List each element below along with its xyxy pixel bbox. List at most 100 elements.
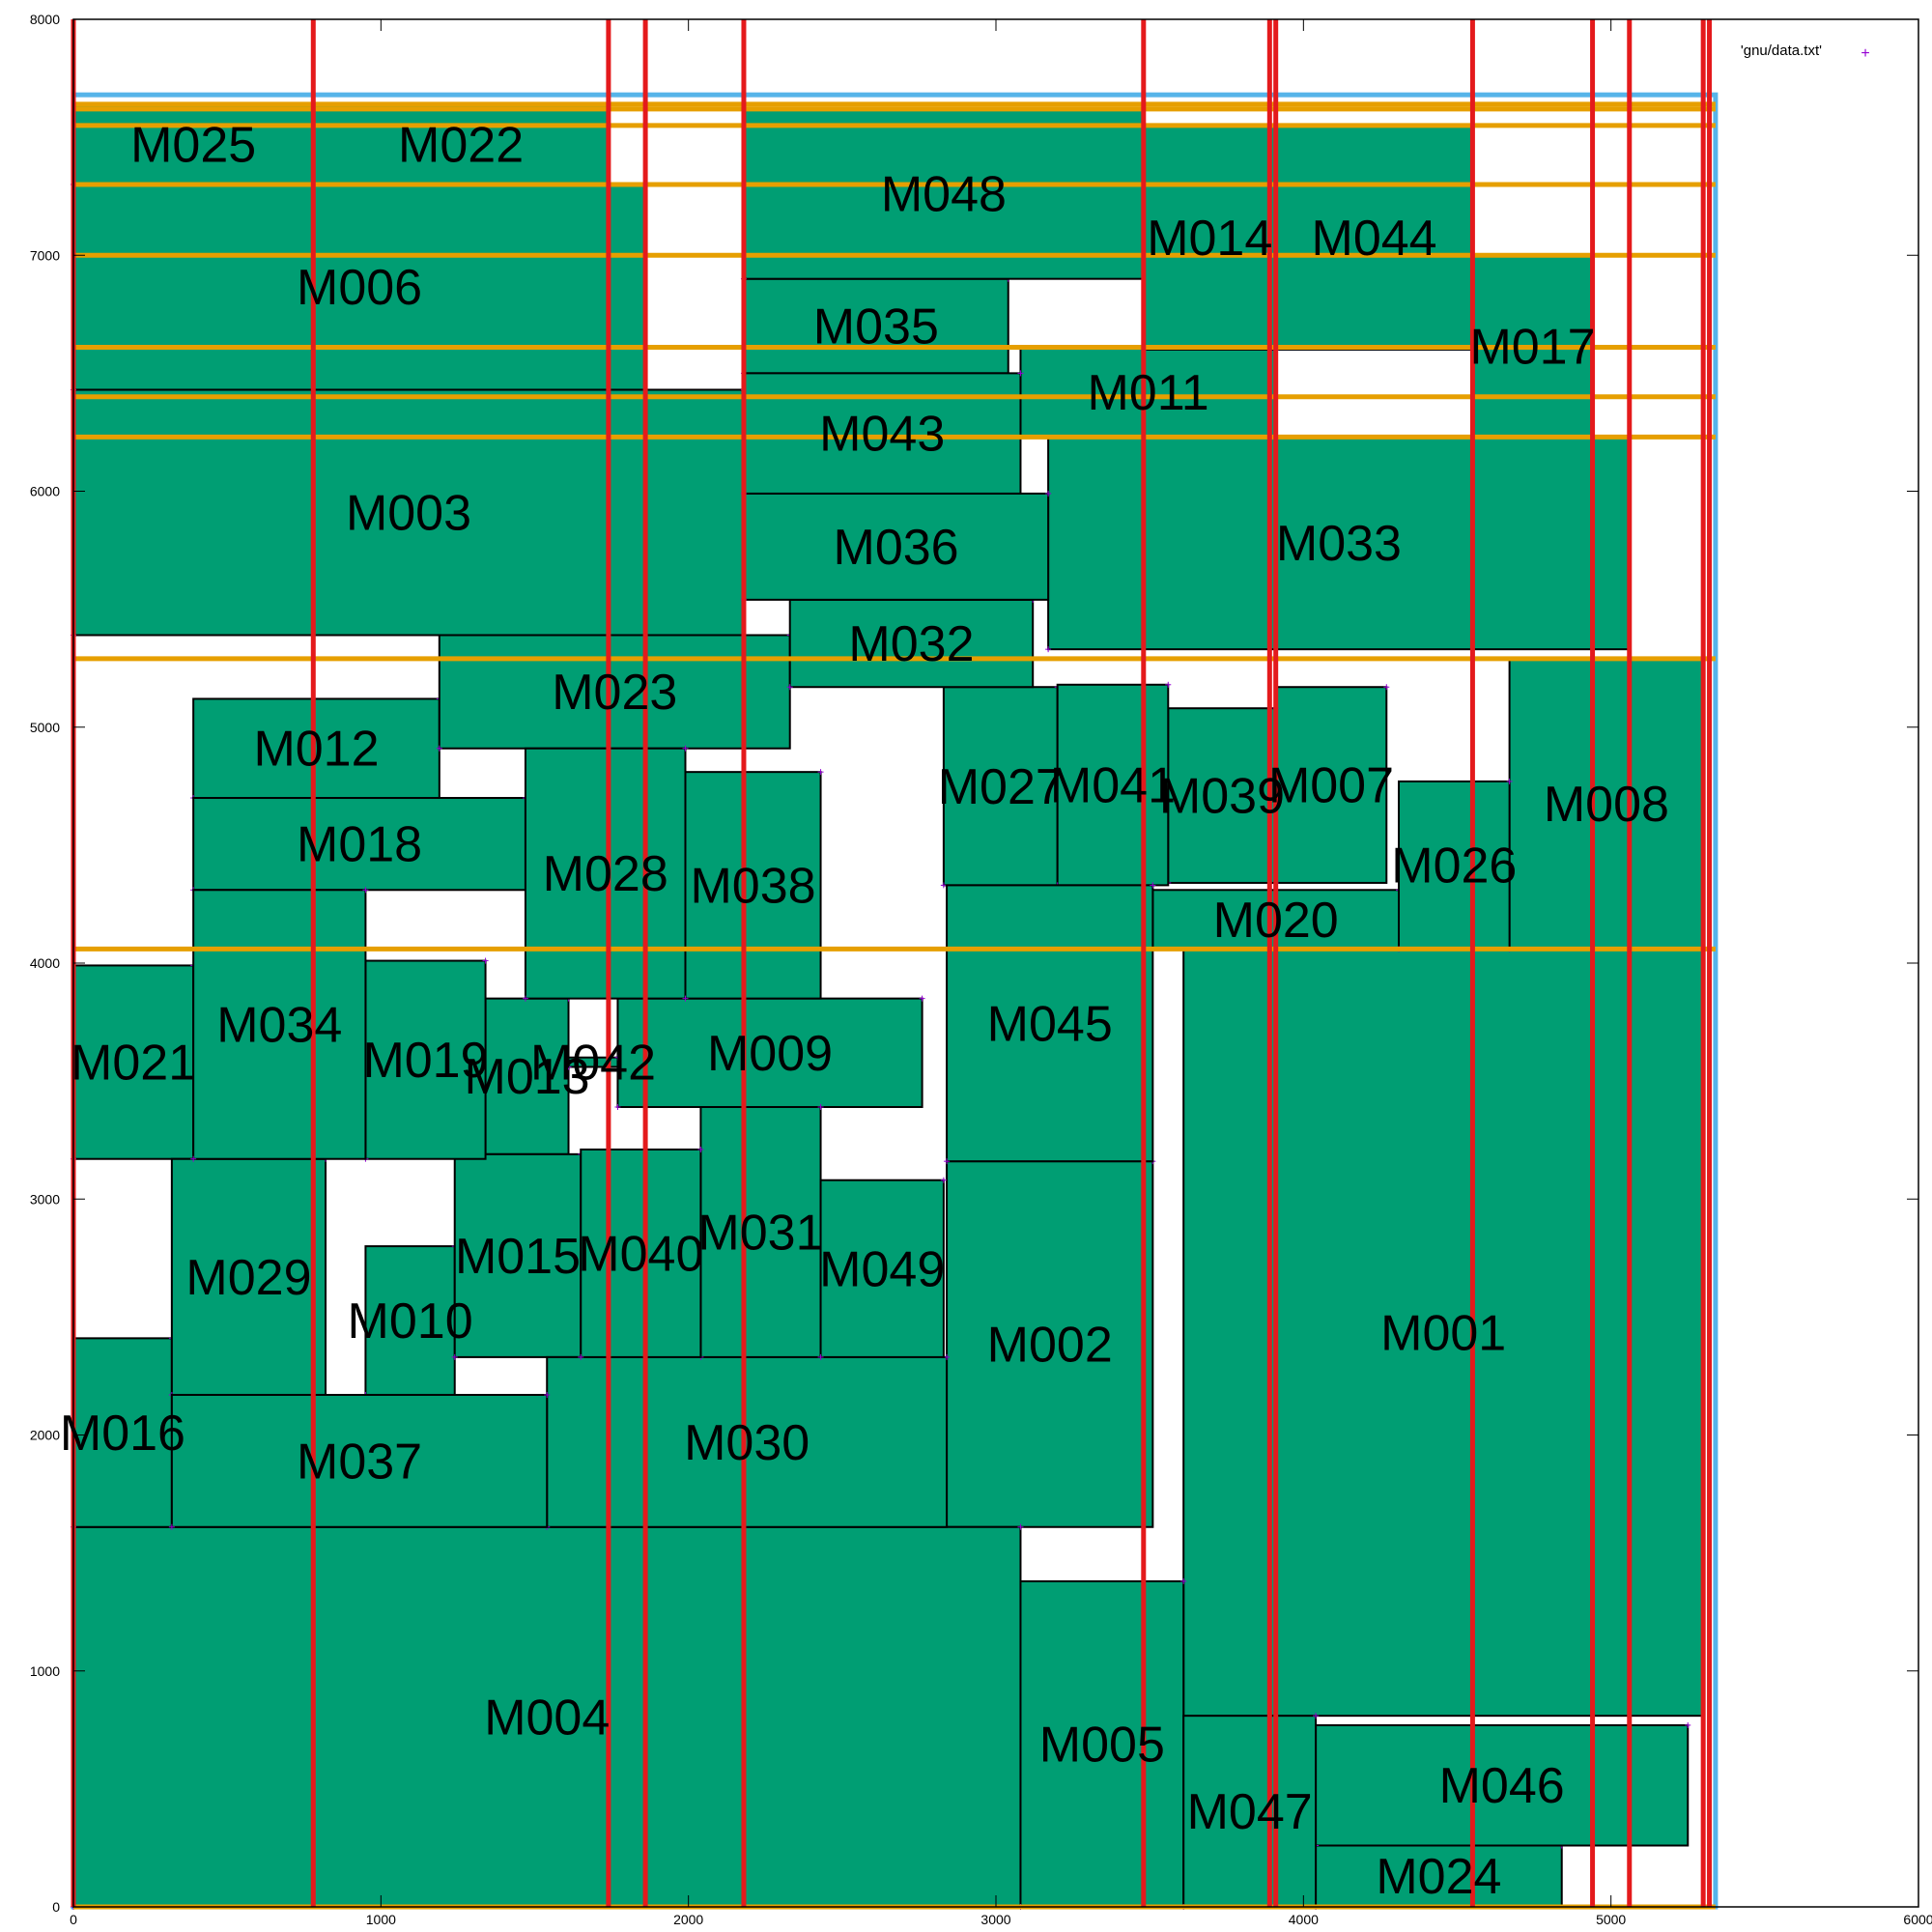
block-m037: [170, 1393, 549, 1528]
block-label-m004: M004: [484, 1690, 610, 1746]
data-point: [436, 745, 442, 752]
legend-marker-icon: +: [1861, 45, 1869, 62]
y-tick-label: 6000: [30, 484, 60, 499]
block-m042: [567, 1056, 619, 1068]
block-label-m045: M045: [987, 996, 1113, 1052]
x-tick-label: 3000: [980, 1912, 1010, 1927]
block-m021: [72, 964, 195, 1160]
data-point: [817, 769, 824, 776]
block-label-m037: M037: [297, 1434, 422, 1490]
y-tick-label: 4000: [30, 955, 60, 971]
block-m011: [1019, 346, 1277, 439]
block-m026: [1398, 780, 1511, 951]
block-label-m046: M046: [1439, 1758, 1565, 1814]
data-point: [362, 887, 369, 894]
block-label-m003: M003: [346, 485, 471, 541]
x-tick-label: 2000: [673, 1912, 703, 1927]
block-label-m002: M002: [987, 1317, 1113, 1373]
y-tick-label: 1000: [30, 1663, 60, 1679]
block-label-m042: M042: [530, 1036, 656, 1092]
block-label-m043: M043: [819, 407, 945, 463]
block-label-m036: M036: [834, 520, 959, 576]
block-label-m044: M044: [1312, 211, 1437, 267]
block-label-m041: M041: [1050, 758, 1176, 814]
block-label-m040: M040: [578, 1226, 703, 1282]
block-m028: [524, 747, 687, 1000]
block-label-m019: M019: [362, 1033, 488, 1089]
data-point: [1017, 1523, 1024, 1530]
data-point: [614, 1103, 621, 1110]
data-point: [190, 1155, 197, 1162]
data-point: [682, 995, 689, 1002]
x-tick-label: 6000: [1903, 1912, 1932, 1927]
data-point: [940, 1177, 947, 1183]
block-label-m022: M022: [398, 117, 524, 173]
block-label-m001: M001: [1380, 1305, 1506, 1361]
data-point: [565, 1064, 572, 1070]
block-label-m013: M013: [465, 1049, 590, 1105]
data-point: [944, 1158, 951, 1165]
block-label-m034: M034: [216, 998, 342, 1054]
block-m012: [192, 697, 440, 800]
y-tick-label: 0: [52, 1899, 60, 1915]
data-point: [1506, 778, 1513, 784]
data-point: [522, 995, 528, 1002]
block-m004: [72, 1525, 1022, 1908]
data-point: [919, 995, 925, 1002]
block-m015: [453, 1152, 582, 1358]
block-label-m010: M010: [348, 1293, 473, 1350]
block-label-m006: M006: [297, 260, 422, 316]
block-m045: [946, 884, 1154, 1163]
blocks-layer: [71, 92, 1719, 1910]
block-label-m011: M011: [1087, 365, 1208, 421]
data-point: [614, 1054, 621, 1061]
block-m014: [1142, 124, 1277, 351]
block-m049: [819, 1179, 945, 1358]
data-point: [168, 1523, 175, 1530]
data-point: [817, 1353, 824, 1360]
block-m029: [170, 1157, 327, 1396]
data-point: [940, 882, 947, 889]
y-tick-label: 7000: [30, 247, 60, 263]
data-point: [1045, 490, 1052, 497]
data-point: [817, 1103, 824, 1110]
data-point: [1383, 684, 1390, 691]
block-label-m009: M009: [707, 1026, 833, 1082]
block-label-m018: M018: [297, 817, 422, 873]
data-point: [944, 1353, 951, 1360]
data-point: [1180, 1577, 1187, 1584]
block-label-m033: M033: [1276, 516, 1402, 572]
y-tick-label: 3000: [30, 1191, 60, 1207]
block-label-m028: M028: [543, 846, 668, 902]
block-label-m049: M049: [819, 1241, 945, 1297]
block-label-m048: M048: [881, 167, 1007, 223]
block-label-m005: M005: [1039, 1717, 1165, 1773]
block-label-m047: M047: [1187, 1784, 1313, 1840]
block-m010: [364, 1245, 456, 1396]
y-tick-label: 5000: [30, 720, 60, 735]
block-label-m015: M015: [455, 1229, 581, 1285]
data-point: [544, 1391, 551, 1398]
block-m047: [1182, 1715, 1318, 1908]
block-label-m020: M020: [1213, 893, 1339, 949]
data-point: [1313, 1713, 1320, 1719]
block-label-m008: M008: [1544, 777, 1669, 833]
block-label-m032: M032: [848, 616, 974, 672]
block-label-m026: M026: [1391, 838, 1517, 895]
block-label-m016: M016: [60, 1406, 185, 1462]
block-m027: [942, 686, 1059, 887]
data-point: [1150, 882, 1156, 889]
block-m039: [1167, 707, 1277, 884]
block-m007: [1274, 686, 1388, 884]
block-label-m023: M023: [552, 665, 677, 721]
block-m016: [72, 1337, 173, 1528]
data-point: [697, 1146, 704, 1152]
legend: 'gnu/data.txt' +: [1741, 43, 1870, 62]
data-point: [578, 1353, 584, 1360]
block-label-m007: M007: [1268, 758, 1394, 814]
block-m043: [742, 372, 1022, 495]
block-label-m017: M017: [1469, 319, 1595, 375]
data-point: [1165, 681, 1172, 688]
